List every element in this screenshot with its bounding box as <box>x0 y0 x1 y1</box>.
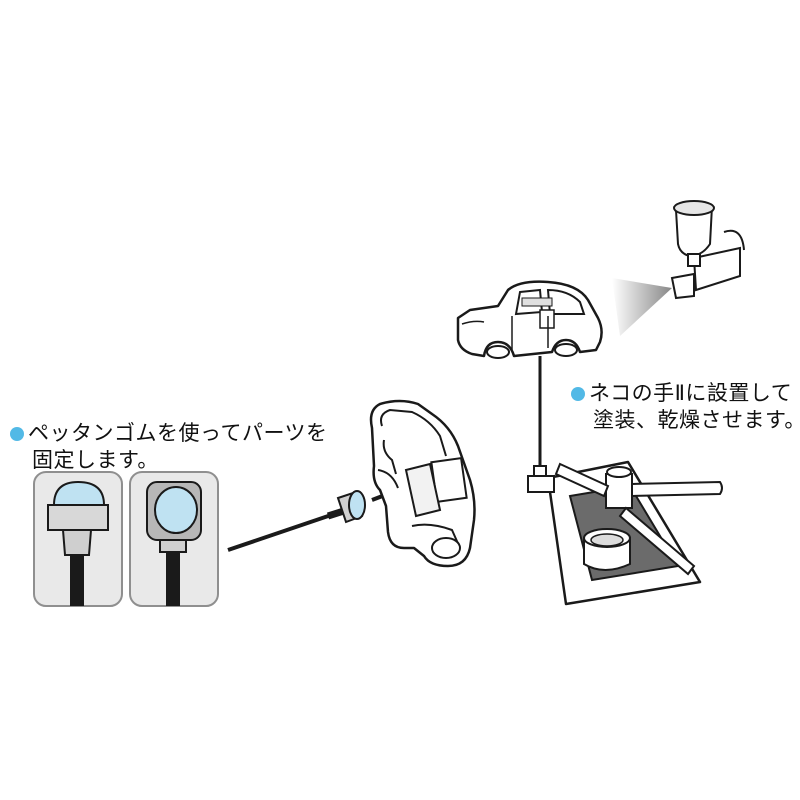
airbrush <box>612 200 745 336</box>
bullet-icon <box>571 387 585 401</box>
bullet-icon <box>10 427 24 441</box>
caption-left: ペッタンゴムを使ってパーツを 固定します。 <box>10 420 328 474</box>
car-body-side-view <box>456 280 603 359</box>
car-body-inner-view <box>369 399 476 568</box>
rubber-stick <box>227 490 366 552</box>
rubber-detail-panel-front <box>129 471 219 607</box>
caption-right-line1: ネコの手Ⅱに設置して <box>589 381 793 405</box>
stand <box>527 460 723 606</box>
caption-left-line2: 固定します。 <box>32 448 159 472</box>
caption-right: ネコの手Ⅱに設置して 塗装、乾燥させます。 <box>571 380 800 434</box>
rubber-detail-panel-side <box>33 471 123 607</box>
caption-left-line1: ペッタンゴムを使ってパーツを <box>28 421 328 445</box>
caption-right-line2: 塗装、乾燥させます。 <box>593 408 800 432</box>
